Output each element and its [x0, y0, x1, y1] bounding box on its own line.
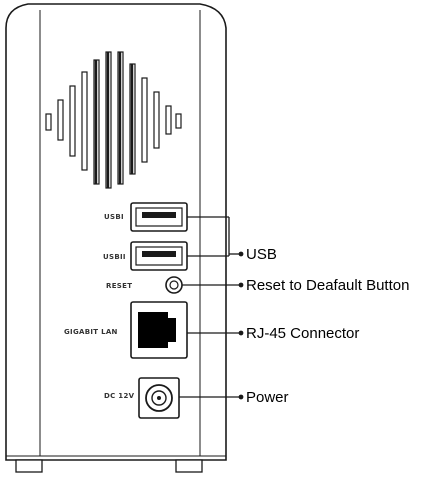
vent-slot: [165, 105, 172, 135]
vent-slot: [69, 85, 76, 157]
power-callout-dot: [238, 394, 244, 400]
dc-label: DC 12V: [104, 392, 135, 400]
usb-port-1: [130, 202, 188, 232]
usb-callout-label: USB: [246, 246, 277, 263]
reset-button: [165, 276, 183, 294]
rj45-callout-label: RJ-45 Connector: [246, 325, 359, 342]
vent-slot: [57, 99, 64, 141]
vent-slot: [153, 91, 160, 149]
rj45-callout-dot: [238, 330, 244, 336]
vent-slot: [81, 71, 88, 171]
reset-callout-label: Reset to Deafault Button: [246, 277, 409, 294]
vent-slot: [175, 113, 182, 129]
rj45-port: [130, 301, 188, 359]
foot-right: [175, 459, 203, 473]
reset-callout-dot: [238, 282, 244, 288]
device-body: [5, 3, 227, 461]
usb-port-2: [130, 241, 188, 271]
foot-left: [15, 459, 43, 473]
lan-label: GIGABIT LAN: [64, 328, 118, 336]
dc-power-jack: [138, 377, 180, 419]
callout-lines: [179, 216, 244, 400]
vent-grille: [45, 51, 182, 189]
vent-slot: [141, 77, 148, 163]
usb-1-label: USBI: [104, 213, 124, 221]
reset-label: RESET: [106, 282, 132, 290]
vent-slot: [45, 113, 52, 131]
device-feet: [15, 459, 203, 473]
usb-2-label: USBII: [103, 253, 126, 261]
usb-callout-dot: [238, 251, 244, 257]
power-callout-label: Power: [246, 389, 289, 406]
